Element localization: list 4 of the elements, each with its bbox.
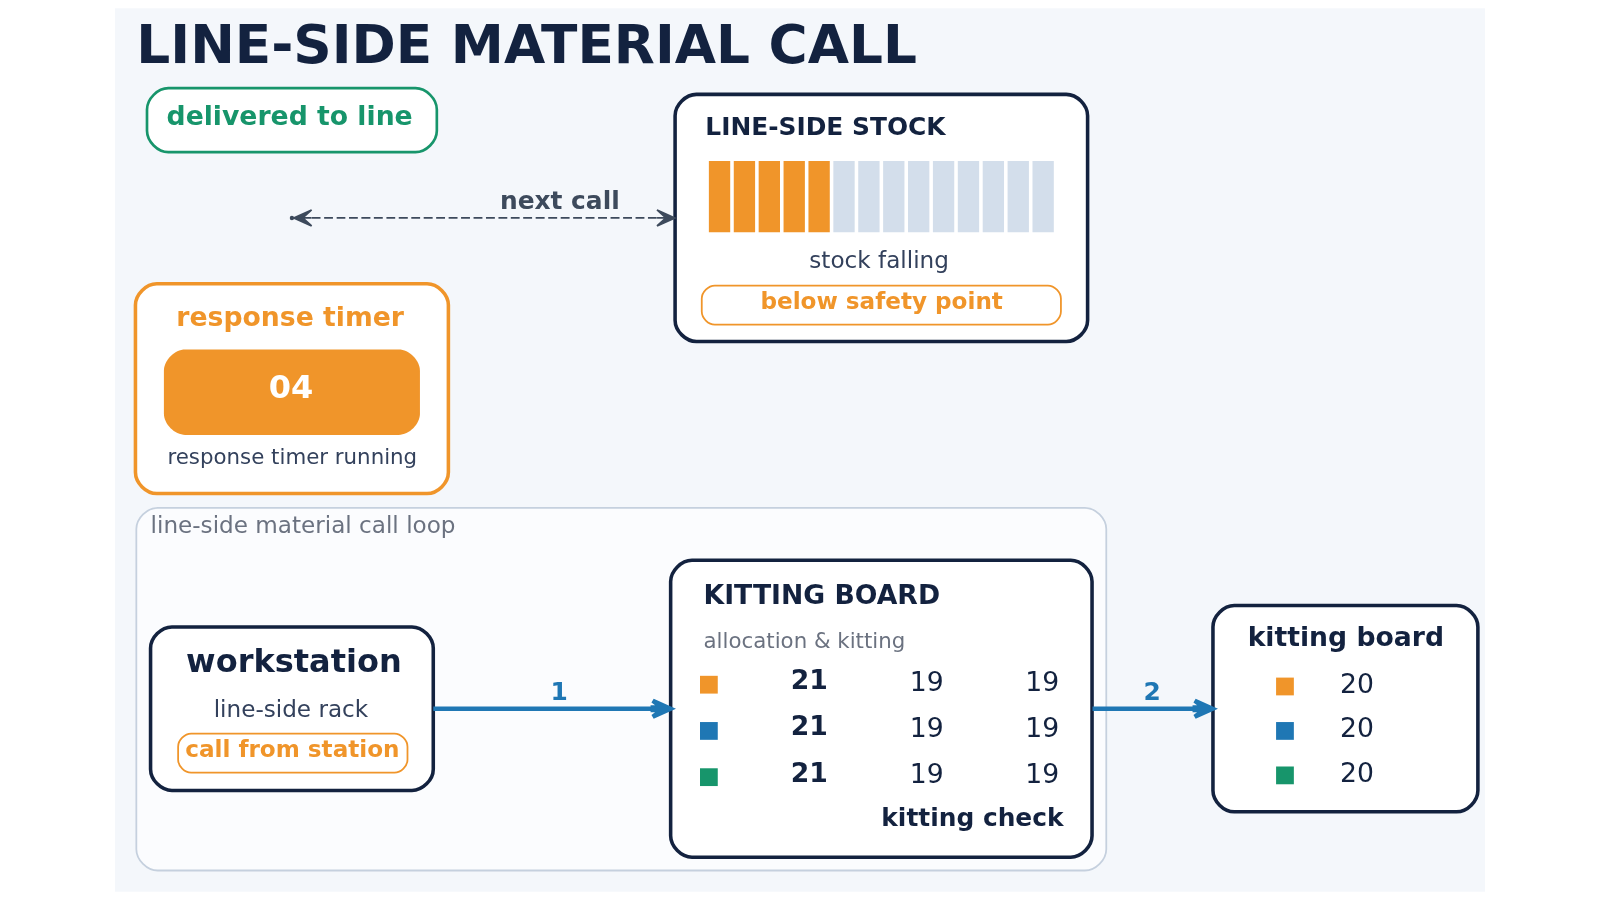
edge-label: next call: [499, 186, 620, 216]
edge-label: 2: [1143, 677, 1161, 707]
diagram-title: LINE-SIDE MATERIAL CALL: [136, 13, 917, 77]
edge-label: 1: [550, 677, 568, 707]
